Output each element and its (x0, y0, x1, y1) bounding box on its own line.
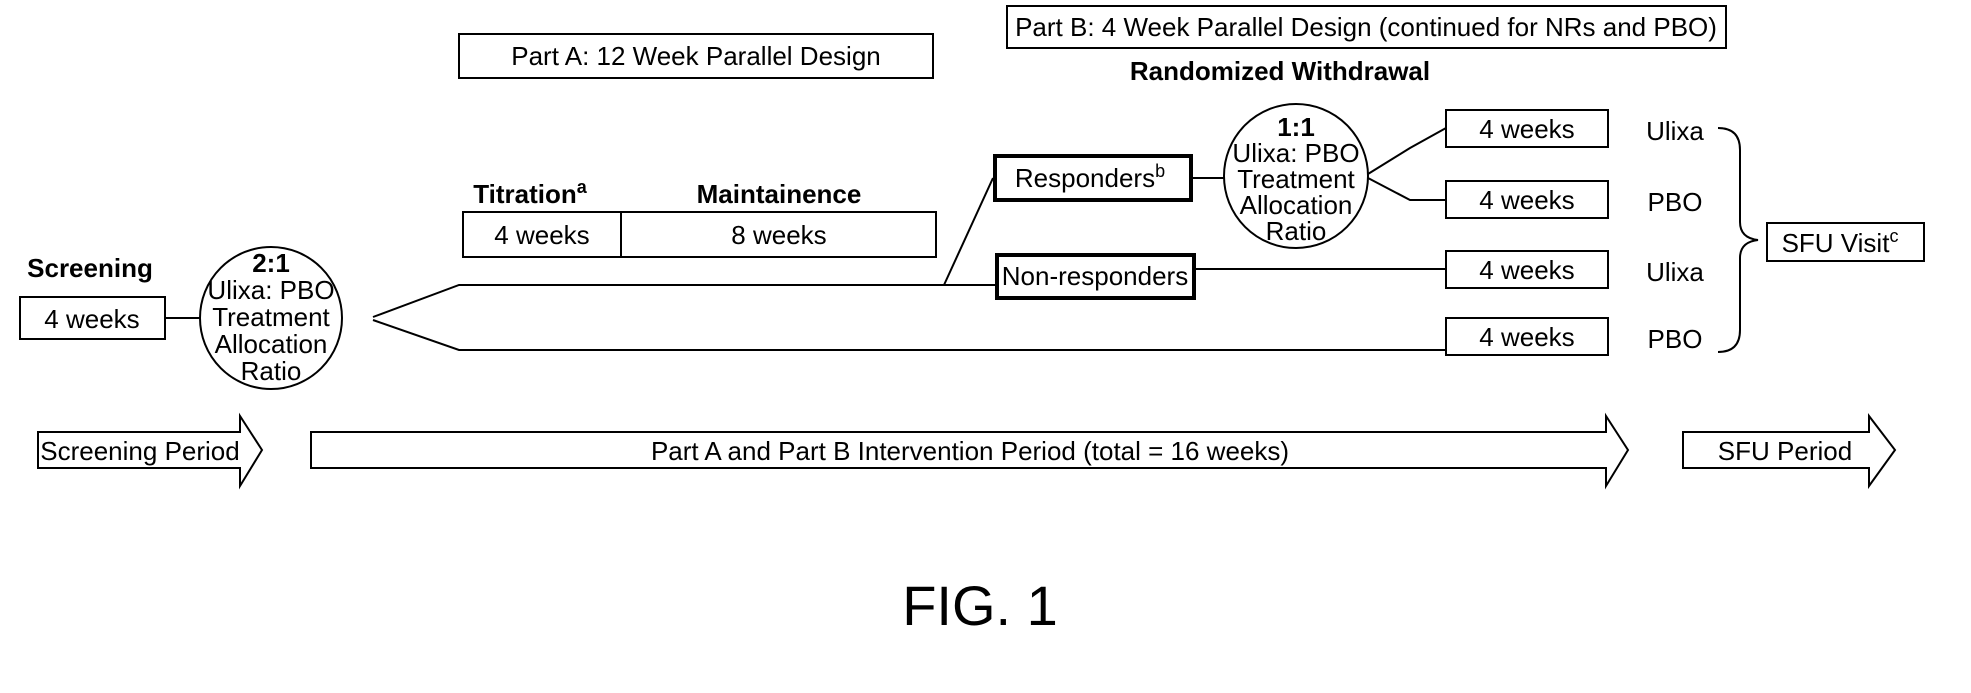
responder-branch-line (944, 178, 993, 285)
screening-period-label: Screening Period (40, 436, 239, 466)
allocation-ratio: 2:1 (252, 248, 290, 278)
responders-label: Respondersb (1015, 161, 1165, 193)
part-b-title: Part B: 4 Week Parallel Design (continue… (1015, 12, 1717, 42)
part-a-title: Part A: 12 Week Parallel Design (511, 41, 880, 71)
sfu-period-label: SFU Period (1718, 436, 1852, 466)
intervention-period-arrow: Part A and Part B Intervention Period (t… (311, 416, 1628, 486)
screening-duration-box: 4 weeks (20, 297, 165, 339)
arm-duration: 4 weeks (1479, 114, 1574, 144)
arm-duration: 4 weeks (1479, 255, 1574, 285)
sfu-period-arrow: SFU Period (1683, 416, 1895, 486)
titration-maintenance-box: 4 weeks 8 weeks (463, 212, 936, 257)
arm-row-1: 4 weeks Ulixa (1446, 110, 1704, 147)
allocation-b-line4: Ratio (1266, 216, 1327, 246)
sfu-visit-box: SFU Visitc (1767, 223, 1924, 261)
placebo-arm-line (373, 320, 1446, 350)
arm-treatment: Ulixa (1646, 257, 1704, 287)
arm-row-3: 4 weeks Ulixa (1446, 251, 1704, 288)
screening-duration: 4 weeks (44, 304, 139, 334)
non-responders-label: Non-responders (1002, 261, 1188, 291)
arm-row-2: 4 weeks PBO (1446, 181, 1702, 218)
titration-label: Titrationa (473, 177, 588, 209)
arm-treatment: Ulixa (1646, 116, 1704, 146)
screening-period-arrow: Screening Period (38, 416, 262, 486)
allocation-circle-2-1: 2:1 Ulixa: PBO Treatment Allocation Rati… (200, 247, 342, 389)
part-b-header: Part B: 4 Week Parallel Design (continue… (1007, 6, 1726, 48)
randomized-withdrawal-label: Randomized Withdrawal (1130, 56, 1430, 86)
screening-label: Screening (27, 253, 153, 283)
arm-treatment: PBO (1648, 324, 1703, 354)
figure-label: FIG. 1 (902, 574, 1058, 637)
arm-duration: 4 weeks (1479, 185, 1574, 215)
arm-treatment: PBO (1648, 187, 1703, 217)
grouping-brace (1718, 128, 1758, 352)
withdrawal-pbo-line (1368, 178, 1446, 200)
arm-duration: 4 weeks (1479, 322, 1574, 352)
allocation-line2: Treatment (212, 302, 330, 332)
titration-duration: 4 weeks (494, 220, 589, 250)
maintenance-duration: 8 weeks (731, 220, 826, 250)
responders-box: Respondersb (995, 156, 1191, 200)
non-responders-box: Non-responders (997, 255, 1194, 298)
allocation-line3: Allocation (215, 329, 328, 359)
withdrawal-ulixa-line (1368, 128, 1446, 174)
active-arm-line (373, 285, 944, 317)
allocation-line4: Ratio (241, 356, 302, 386)
allocation-circle-1-1: 1:1 Ulixa: PBO Treatment Allocation Rati… (1224, 104, 1368, 248)
allocation-line1: Ulixa: PBO (207, 275, 334, 305)
arm-row-4: 4 weeks PBO (1446, 318, 1702, 355)
intervention-period-label: Part A and Part B Intervention Period (t… (651, 436, 1289, 466)
sfu-visit-label: SFU Visitc (1782, 226, 1899, 258)
maintenance-label: Maintainence (697, 179, 862, 209)
part-a-header: Part A: 12 Week Parallel Design (459, 34, 933, 78)
